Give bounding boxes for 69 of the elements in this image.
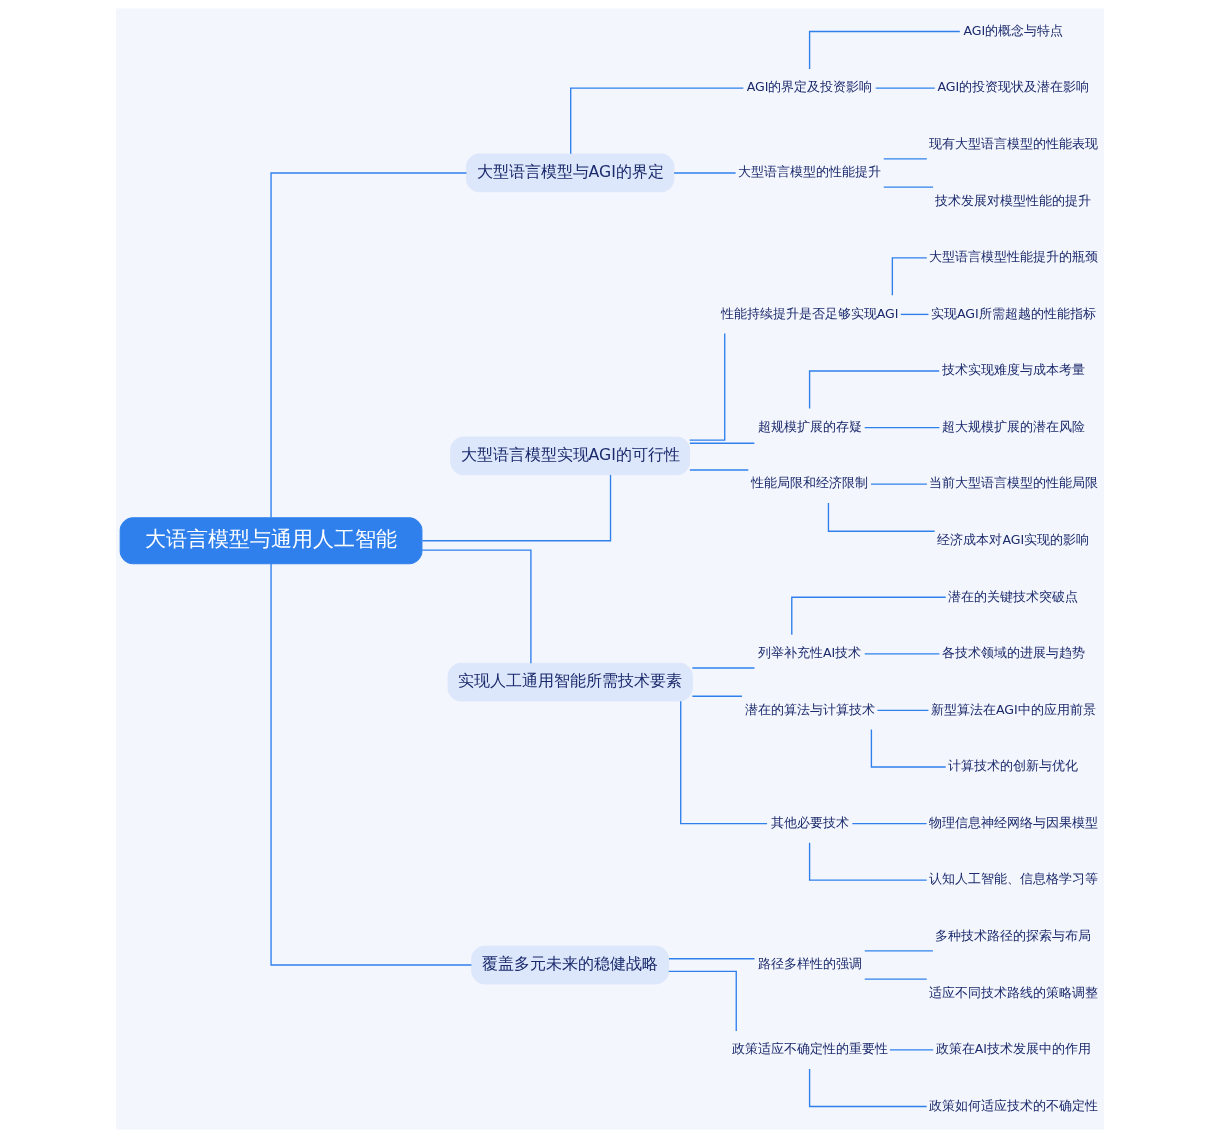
connector <box>689 332 726 441</box>
node-text: AGI的概念与特点 <box>963 22 1064 38</box>
node-text: 潜在的算法与计算技术 <box>744 701 875 717</box>
connector <box>889 1049 934 1051</box>
connector <box>270 172 468 519</box>
connector <box>689 442 756 444</box>
node-text: 新型算法在AGI中的应用前景 <box>930 701 1096 717</box>
connector <box>864 426 941 429</box>
connector <box>668 970 737 1032</box>
node-text: 适应不同技术路线的策略调整 <box>928 984 1098 1000</box>
connector <box>875 87 936 89</box>
connector <box>827 502 936 532</box>
connector <box>864 653 941 655</box>
node-box: 大型语言模型与AGI的界定 <box>465 153 675 193</box>
node-text: 超大规模扩展的潜在风险 <box>941 418 1085 434</box>
node-text: 经济成本对AGI实现的影响 <box>937 531 1090 547</box>
node-text: 各技术领域的进展与趋势 <box>941 645 1085 661</box>
connector <box>691 695 743 697</box>
node-text: 实现AGI所需超越的性能指标 <box>930 305 1096 321</box>
node-text: 其他必要技术 <box>770 814 849 830</box>
node-text: 当前大型语言模型的性能局限 <box>928 475 1098 491</box>
node-text: 技术实现难度与成本考量 <box>941 362 1085 378</box>
connector <box>808 30 961 70</box>
node-text: 政策适应不确定性的重要性 <box>731 1041 888 1057</box>
connector <box>891 257 928 296</box>
connector <box>673 172 737 174</box>
node-box: 实现人工通用智能所需技术要素 <box>447 662 693 702</box>
connector <box>870 728 947 768</box>
connector <box>883 186 934 188</box>
connector <box>876 709 930 712</box>
node-text: 潜在的关键技术突破点 <box>948 588 1079 604</box>
node-text: 性能局限和经济限制 <box>751 475 869 491</box>
node-box: 覆盖多元未来的稳健战略 <box>471 945 670 985</box>
node-text: 技术发展对模型性能的提升 <box>935 192 1092 208</box>
connector <box>851 822 928 825</box>
node-text: 物理信息神经网络与因果模型 <box>928 814 1098 830</box>
connector <box>870 483 928 485</box>
connector <box>689 469 749 471</box>
connector <box>808 370 940 410</box>
connector <box>421 549 532 664</box>
connector <box>864 978 928 980</box>
connector <box>864 950 934 952</box>
connector <box>691 667 756 669</box>
node-text: 大型语言模型性能提升的瓶颈 <box>928 249 1098 265</box>
node-text: AGI的界定及投资影响 <box>746 79 873 95</box>
node-text: 性能持续提升是否足够实现AGI <box>720 305 899 321</box>
node-text: 超规模扩展的存疑 <box>757 418 862 434</box>
connector <box>791 596 947 636</box>
connector <box>900 313 930 316</box>
node-text: 政策在AI技术发展中的作用 <box>935 1041 1092 1057</box>
connector <box>808 1068 928 1108</box>
node-text: 路径多样性的强调 <box>757 956 862 972</box>
node-box: 大语言模型与通用人工智能 <box>119 517 423 565</box>
node-text: AGI的投资现状及潜在影响 <box>937 79 1090 95</box>
connector <box>421 474 612 542</box>
node-text: 政策如何适应技术的不确定性 <box>928 1097 1098 1113</box>
connector <box>808 842 928 881</box>
connector <box>570 87 745 155</box>
node-text: 认知人工智能、信息格学习等 <box>928 871 1098 887</box>
node-box: 大型语言模型实现AGI的可行性 <box>450 436 691 476</box>
node-text: 大型语言模型的性能提升 <box>738 164 882 180</box>
node-text: 计算技术的创新与优化 <box>948 758 1079 774</box>
connector <box>883 158 928 160</box>
node-text: 多种技术路径的探索与布局 <box>935 928 1092 943</box>
connector <box>680 700 768 825</box>
node-text: 现有大型语言模型的性能表现 <box>928 135 1098 151</box>
node-text: 列举补充性AI技术 <box>757 645 862 661</box>
connector <box>270 563 473 966</box>
connector <box>668 958 756 960</box>
